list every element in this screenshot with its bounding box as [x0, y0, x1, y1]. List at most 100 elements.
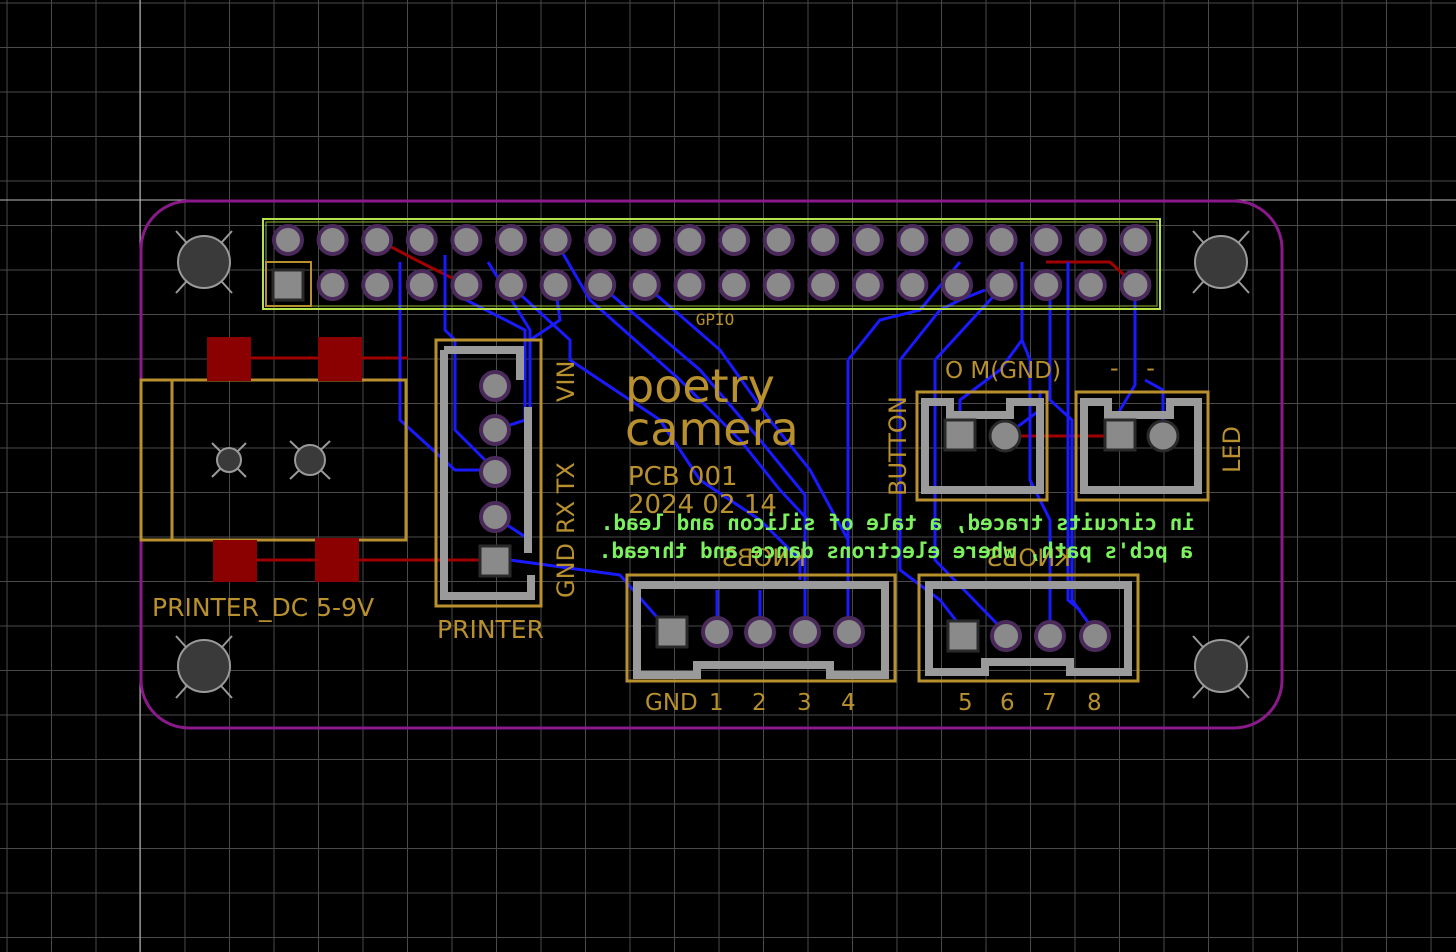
printer-pin-gnd: GND	[552, 543, 580, 598]
printer-pin[interactable]	[479, 501, 511, 533]
gpio-pin[interactable]	[272, 224, 304, 256]
gpio-pin[interactable]	[495, 224, 527, 256]
led-pad-1	[1103, 418, 1137, 452]
knobs-a-pad-gnd[interactable]	[655, 615, 689, 649]
gpio-pin[interactable]	[673, 269, 706, 301]
knobs-b-pad[interactable]	[1034, 620, 1066, 652]
dc-hole-2	[294, 444, 326, 476]
gpio-pin[interactable]	[718, 269, 750, 301]
mounting-holes	[175, 230, 1250, 699]
knobs-a-pad[interactable]	[833, 616, 865, 648]
gpio-pin[interactable]	[405, 224, 438, 256]
gpio-pin[interactable]	[1119, 224, 1152, 256]
gpio-pin[interactable]	[361, 224, 394, 256]
gpio-pin[interactable]	[673, 224, 706, 256]
knobs-b-label: KNOBS	[987, 544, 1071, 572]
knobs-b-pin-8: 8	[1087, 690, 1102, 716]
mounting-hole-bottom-left	[175, 635, 233, 699]
knobs-b-pad[interactable]	[1079, 620, 1111, 652]
printer-pin-gnd-pad[interactable]	[478, 544, 512, 578]
gpio-pin[interactable]	[718, 224, 750, 256]
knobs-a-pin-2: 2	[752, 690, 767, 716]
gpio-pin[interactable]	[807, 269, 840, 301]
printer-dc-connector[interactable]: PRINTER_DC 5-9V	[139, 337, 408, 622]
knobs-b-pad[interactable]	[990, 620, 1022, 652]
bottom-silkscreen-poem: in circuits traced, a tale of silicon an…	[599, 511, 1195, 563]
title-block: poetry camera PCB 001 2024 02 14	[625, 359, 799, 520]
pcb-id: PCB 001	[628, 462, 738, 492]
gpio-pin[interactable]	[628, 224, 661, 256]
gpio-pin[interactable]	[1030, 224, 1063, 256]
printer-label: PRINTER	[437, 615, 544, 644]
gpio-pin[interactable]	[450, 269, 483, 301]
printer-pin[interactable]	[479, 414, 511, 446]
knobs-b-pad-5[interactable]	[946, 619, 980, 653]
gpio-pin1-marker	[265, 261, 312, 307]
gpio-pin[interactable]	[316, 224, 349, 256]
gpio-pin[interactable]	[584, 269, 617, 301]
led-connector[interactable]: - - LED	[1074, 354, 1246, 502]
knobs-a-pad[interactable]	[701, 616, 733, 648]
gpio-pin[interactable]	[896, 224, 929, 256]
gpio-pin[interactable]	[1074, 224, 1107, 256]
gpio-pin[interactable]	[985, 224, 1018, 256]
dc-pad-4	[315, 538, 359, 582]
knobs-a-pad[interactable]	[744, 616, 776, 648]
gpio-pin-1[interactable]	[271, 268, 305, 302]
gpio-pin[interactable]	[1074, 269, 1107, 301]
printer-pin-rxtx: RX TX	[552, 462, 580, 534]
gpio-pin[interactable]	[539, 269, 572, 301]
gpio-pin[interactable]	[896, 269, 929, 301]
gpio-pin[interactable]	[405, 269, 438, 301]
gpio-pin[interactable]	[361, 269, 394, 301]
knobs-b-pin-7: 7	[1042, 690, 1057, 716]
knobs-connector-a[interactable]: KNOBS GND 1 2 3 4	[625, 544, 897, 716]
dc-hole-1	[216, 447, 242, 473]
pcb-date: 2024 02 14	[628, 490, 777, 520]
gpio-pin[interactable]	[1030, 269, 1063, 301]
knobs-a-pins	[655, 615, 865, 649]
gpio-pin[interactable]	[762, 224, 795, 256]
gpio-pin[interactable]	[807, 224, 840, 256]
knobs-a-pin-3: 3	[797, 690, 812, 716]
led-pad-2	[1146, 419, 1180, 453]
knobs-b-pin-6: 6	[1000, 690, 1015, 716]
gpio-pin[interactable]	[584, 224, 617, 256]
mounting-hole-top-left	[175, 230, 233, 294]
printer-connector[interactable]: VIN RX TX GND PRINTER	[434, 338, 580, 644]
gpio-pin[interactable]	[1119, 269, 1152, 301]
gpio-pin[interactable]	[851, 269, 884, 301]
led-label: LED	[1218, 426, 1246, 473]
knobs-a-pin-1: 1	[709, 690, 724, 716]
gpio-pin[interactable]	[450, 224, 483, 256]
gpio-pin[interactable]	[941, 269, 973, 301]
gpio-pin[interactable]	[762, 269, 795, 301]
button-pins-label: O M(GND)	[945, 358, 1061, 384]
knobs-connector-b[interactable]: KNOBS 5 6 7 8	[917, 544, 1140, 716]
knobs-a-pin-4: 4	[841, 690, 856, 716]
knobs-a-pin-gnd: GND	[645, 690, 698, 716]
gpio-pin[interactable]	[851, 224, 884, 256]
poem-line-1: in circuits traced, a tale of silicon an…	[601, 511, 1195, 535]
gpio-header[interactable]: GPIO	[262, 218, 1161, 329]
gpio-pin[interactable]	[941, 224, 973, 256]
dc-pad-1	[207, 337, 251, 381]
led-pins-label: - -	[1110, 354, 1165, 382]
poem-line-2: a pcb's path, where electrons dance and …	[599, 539, 1193, 563]
printer-pin[interactable]	[479, 456, 511, 488]
knobs-b-pin-5: 5	[958, 690, 973, 716]
button-connector[interactable]: O M(GND) BUTTON	[884, 358, 1061, 502]
printer-pin[interactable]	[479, 370, 511, 402]
title-line-2: camera	[625, 402, 799, 456]
knobs-b-pin-labels: 5 6 7 8	[958, 690, 1102, 716]
gpio-label: GPIO	[696, 310, 735, 329]
gpio-pin[interactable]	[495, 269, 527, 301]
gpio-pin[interactable]	[985, 269, 1018, 301]
gpio-pin[interactable]	[316, 269, 349, 301]
gpio-pin[interactable]	[539, 224, 572, 256]
knobs-a-pad[interactable]	[789, 616, 821, 648]
gpio-pin[interactable]	[628, 269, 661, 301]
gpio-pins	[271, 224, 1152, 302]
printer-pin-vin: VIN	[552, 361, 580, 402]
